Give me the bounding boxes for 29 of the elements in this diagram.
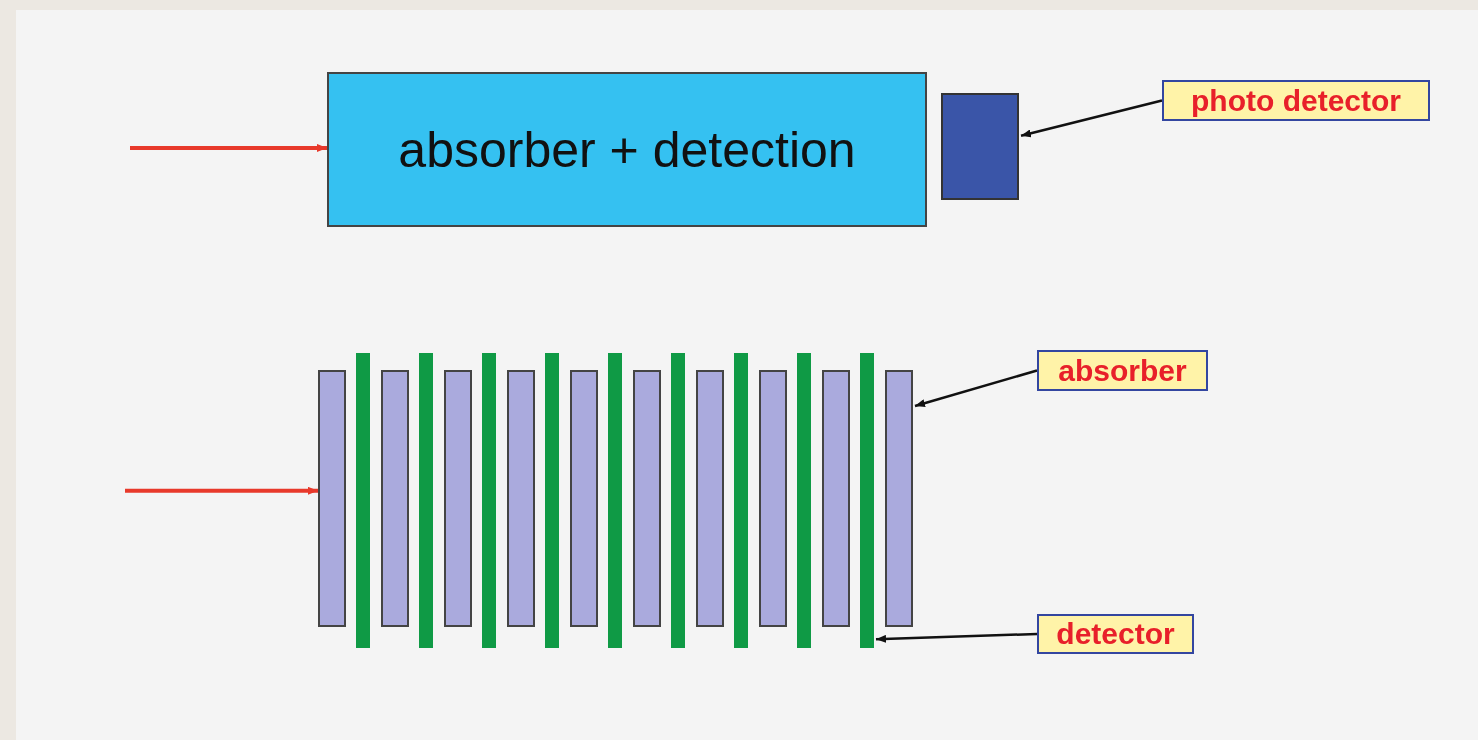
photodetector-block (941, 93, 1019, 200)
absorber-plate (444, 370, 472, 627)
absorber-plate (633, 370, 661, 627)
detector-strip (734, 353, 748, 648)
arrow (125, 486, 318, 495)
detector-strip (671, 353, 685, 648)
callout-label: photo detector (1162, 80, 1430, 121)
absorber-plate (696, 370, 724, 627)
calorimeter-block: absorber + detection (327, 72, 927, 227)
detector-strip (482, 353, 496, 648)
detector-strip (356, 353, 370, 648)
callout-label: detector (1037, 614, 1194, 654)
leader-line (914, 369, 1038, 408)
detector-strip (545, 353, 559, 648)
arrow (130, 143, 327, 152)
absorber-plate (822, 370, 850, 627)
absorber-plate (381, 370, 409, 627)
absorber-plate (570, 370, 598, 627)
absorber-plate (318, 370, 346, 627)
detector-strip (419, 353, 433, 648)
absorber-plate (759, 370, 787, 627)
detector-strip (797, 353, 811, 648)
callout-label: absorber (1037, 350, 1208, 391)
detector-strip (608, 353, 622, 648)
absorber-plate (507, 370, 535, 627)
absorber-plate (885, 370, 913, 627)
detector-strip (860, 353, 874, 648)
leader-line (1020, 99, 1163, 138)
leader-line (875, 632, 1038, 643)
